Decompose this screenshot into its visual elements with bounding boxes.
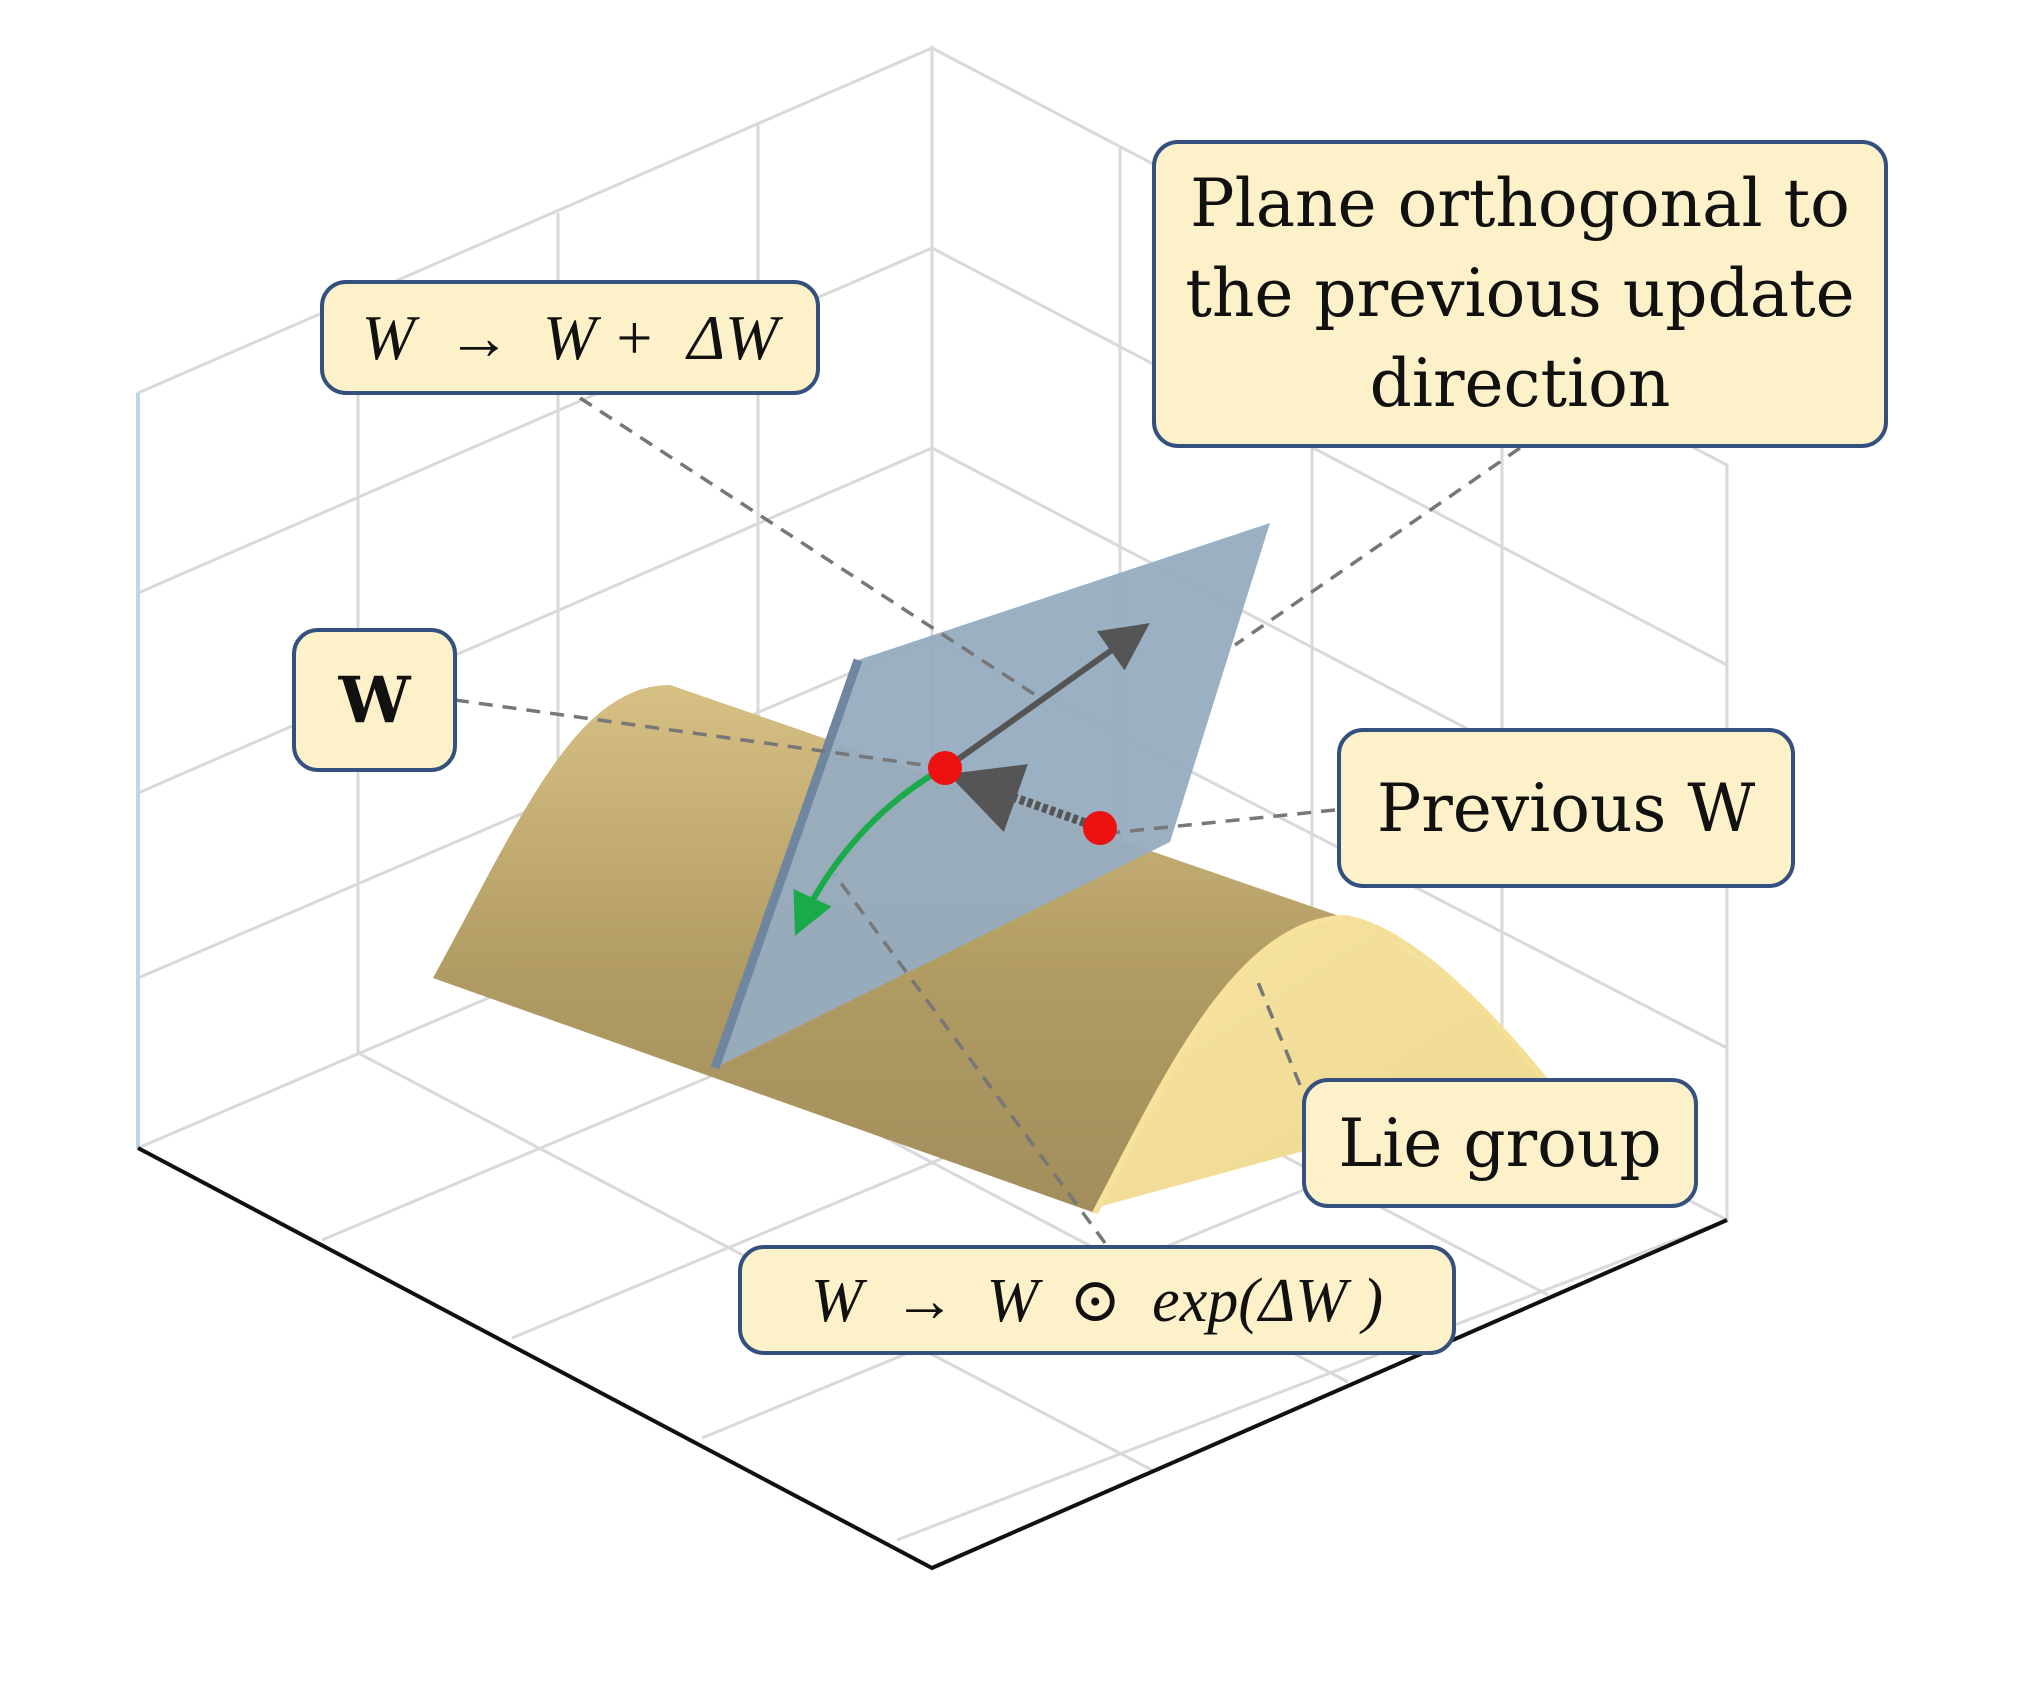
plane-label-text: Plane orthogonal to the previous update … xyxy=(1185,165,1855,422)
geodesic-arrow xyxy=(793,767,942,936)
previous-w-text: Previous W xyxy=(1376,769,1756,847)
lie-group-surface-rim xyxy=(1344,915,1548,1082)
orthogonal-plane-edge xyxy=(710,658,863,1070)
additive-update-text: W → W + ΔW xyxy=(361,301,779,373)
exp-update-text: W → W ⊙ exp(ΔW ) xyxy=(810,1267,1384,1335)
red-point-previous-w xyxy=(1083,811,1117,845)
lie-group-label: Lie group xyxy=(1302,1078,1698,1208)
red-point-current-w xyxy=(928,751,962,785)
plane-label: Plane orthogonal to the previous update … xyxy=(1152,140,1888,448)
tangent-update-arrow xyxy=(948,623,1150,768)
floor-axes xyxy=(137,1146,1728,1571)
lie-group-surface-edge xyxy=(1092,915,1346,1215)
additive-update-label: W → W + ΔW xyxy=(320,280,820,395)
leader-lines xyxy=(454,396,1521,1245)
lie-group-text: Lie group xyxy=(1338,1104,1662,1182)
exp-update-label: W → W ⊙ exp(ΔW ) xyxy=(738,1245,1456,1355)
previous-w-label: Previous W xyxy=(1337,728,1795,888)
current-w-label: W xyxy=(292,628,457,772)
current-w-text: W xyxy=(338,662,411,738)
lie-group-surface-inner xyxy=(1095,918,1545,1208)
